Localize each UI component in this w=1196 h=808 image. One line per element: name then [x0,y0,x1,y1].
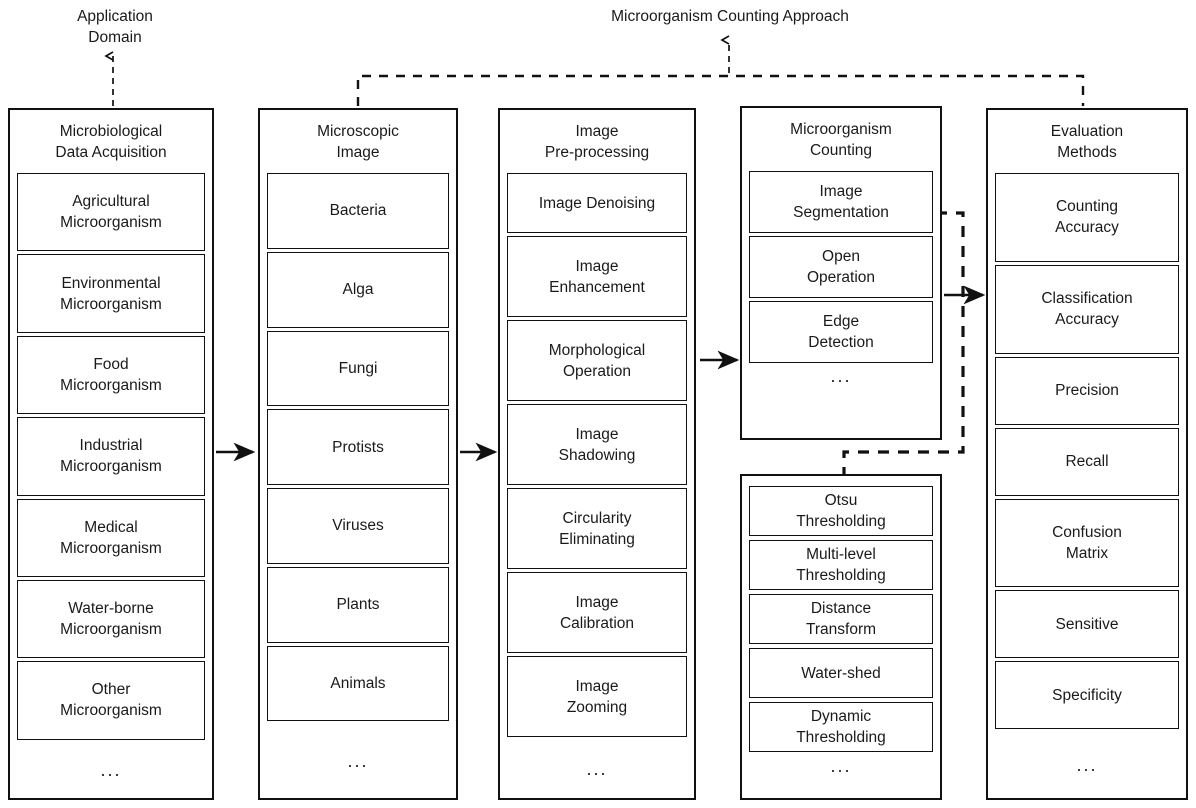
column-image-pre-processing[interactable]: Image Pre-processing Image Denoising Ima… [498,108,696,800]
list-item[interactable]: Alga [267,251,449,328]
ellipsis: ... [347,750,369,771]
application-domain-heading: Application Domain [77,8,153,46]
list-item[interactable]: Counting Accuracy [995,173,1179,262]
column-microbiological-data-acquisition[interactable]: Microbiological Data Acquisition Agricul… [8,108,214,800]
list-item[interactable]: Image Calibration [507,572,687,653]
list-item[interactable]: Confusion Matrix [995,498,1179,588]
list-item[interactable]: Viruses [267,488,449,564]
list-item[interactable]: Classification Accuracy [995,264,1179,354]
list-item[interactable]: Protists [267,409,449,485]
list-item[interactable]: Distance Transform [749,594,933,644]
list-item[interactable]: Open Operation [749,236,933,298]
column-thresholding-methods[interactable]: Otsu Thresholding Multi-level Thresholdi… [740,474,942,800]
list-item[interactable]: Edge Detection [749,301,933,363]
dashed-bracket-approach [356,74,1085,106]
column-items: Otsu Thresholding Multi-level Thresholdi… [742,476,940,798]
list-item[interactable]: Water-borne Microorganism [17,579,205,659]
column-title: Evaluation Methods [1050,123,1124,161]
list-item[interactable]: Circularity Eliminating [507,488,687,569]
list-item[interactable]: Morphological Operation [507,320,687,401]
list-item[interactable]: Dynamic Thresholding [749,702,933,752]
column-items: Image Denoising Image Enhancement Morpho… [500,173,694,798]
counting-approach-heading: Microorganism Counting Approach [611,8,849,25]
list-item[interactable]: Image Shadowing [507,404,687,485]
column-items: Agricultural Microorganism Environmental… [10,173,212,798]
column-items: Bacteria Alga Fungi Protists Viruses Pla… [260,173,456,798]
list-item[interactable]: Multi-level Thresholding [749,540,933,590]
column-evaluation-methods[interactable]: Evaluation Methods Counting Accuracy Cla… [986,108,1188,800]
list-item[interactable]: Animals [267,645,449,722]
ellipsis: ... [1076,754,1098,775]
list-item[interactable]: Image Enhancement [507,236,687,317]
column-microorganism-counting[interactable]: Microorganism Counting Image Segmentatio… [740,106,942,440]
list-item[interactable]: Water-shed [749,648,933,698]
list-item[interactable]: Specificity [995,661,1179,730]
list-item[interactable]: Image Denoising [507,173,687,233]
column-items: Counting Accuracy Classification Accurac… [988,173,1186,798]
column-title: Microorganism Counting [790,121,892,159]
ellipsis: ... [830,366,852,386]
column-items: Image Segmentation Open Operation Edge D… [742,171,940,438]
list-item[interactable]: Medical Microorganism [17,498,205,577]
list-item[interactable]: Otsu Thresholding [749,486,933,536]
ellipsis: ... [830,756,852,776]
list-item[interactable]: Other Microorganism [17,661,205,740]
column-title: Microscopic Image [317,123,399,161]
column-title: Image Pre-processing [544,123,650,161]
list-item[interactable]: Agricultural Microorganism [17,173,205,252]
list-item[interactable]: Image Segmentation [749,171,933,233]
list-item[interactable]: Industrial Microorganism [17,417,205,496]
list-item[interactable]: Image Zooming [507,656,687,737]
ellipsis: ... [586,758,608,779]
list-item[interactable]: Recall [995,427,1179,496]
list-item[interactable]: Food Microorganism [17,335,205,415]
list-item[interactable]: Plants [267,566,449,643]
list-item[interactable]: Bacteria [267,173,449,249]
list-item[interactable]: Precision [995,356,1179,425]
list-item[interactable]: Fungi [267,330,449,407]
ellipsis: ... [100,759,122,780]
column-microscopic-image[interactable]: Microscopic Image Bacteria Alga Fungi Pr… [258,108,458,800]
column-title: Microbiological Data Acquisition [55,123,167,161]
list-item[interactable]: Environmental Microorganism [17,254,205,333]
list-item[interactable]: Sensitive [995,590,1179,659]
